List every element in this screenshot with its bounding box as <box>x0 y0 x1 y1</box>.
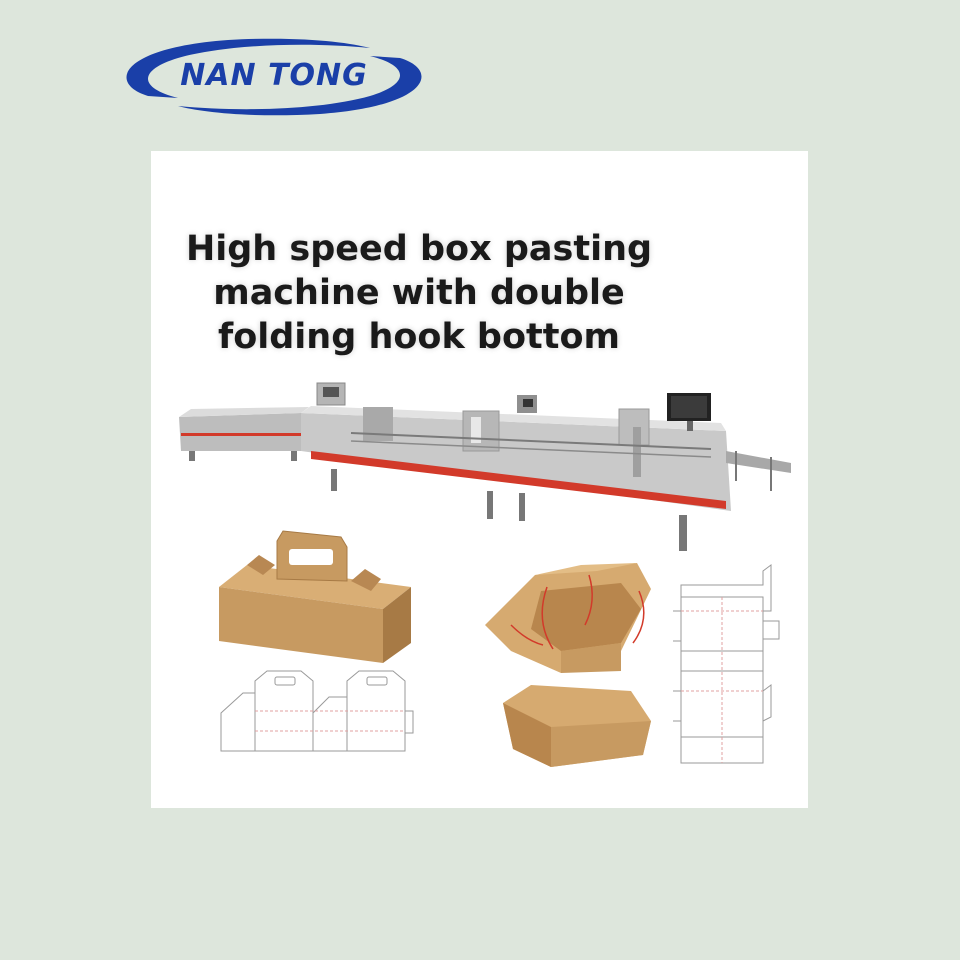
hook-bottom-box-open <box>485 563 651 673</box>
product-illustration <box>179 382 791 767</box>
brand-name: NAN TONG <box>180 58 368 93</box>
logo-swoosh-icon <box>126 38 422 116</box>
hook-bottom-box-closed <box>503 685 651 767</box>
box-pasting-machine <box>179 382 791 551</box>
product-card: High speed box pasting machine with doub… <box>151 151 808 808</box>
brand-logo: NAN TONG <box>108 34 440 120</box>
hook-bottom-dieline <box>673 564 780 764</box>
headline-line-2: machine with double <box>213 273 625 313</box>
handle-box-3d <box>219 530 411 663</box>
product-headline: High speed box pasting machine with doub… <box>179 227 659 359</box>
handle-box-dieline <box>220 670 414 752</box>
headline-line-1: High speed box pasting <box>185 229 653 269</box>
headline-line-3: folding hook bottom <box>217 317 621 357</box>
